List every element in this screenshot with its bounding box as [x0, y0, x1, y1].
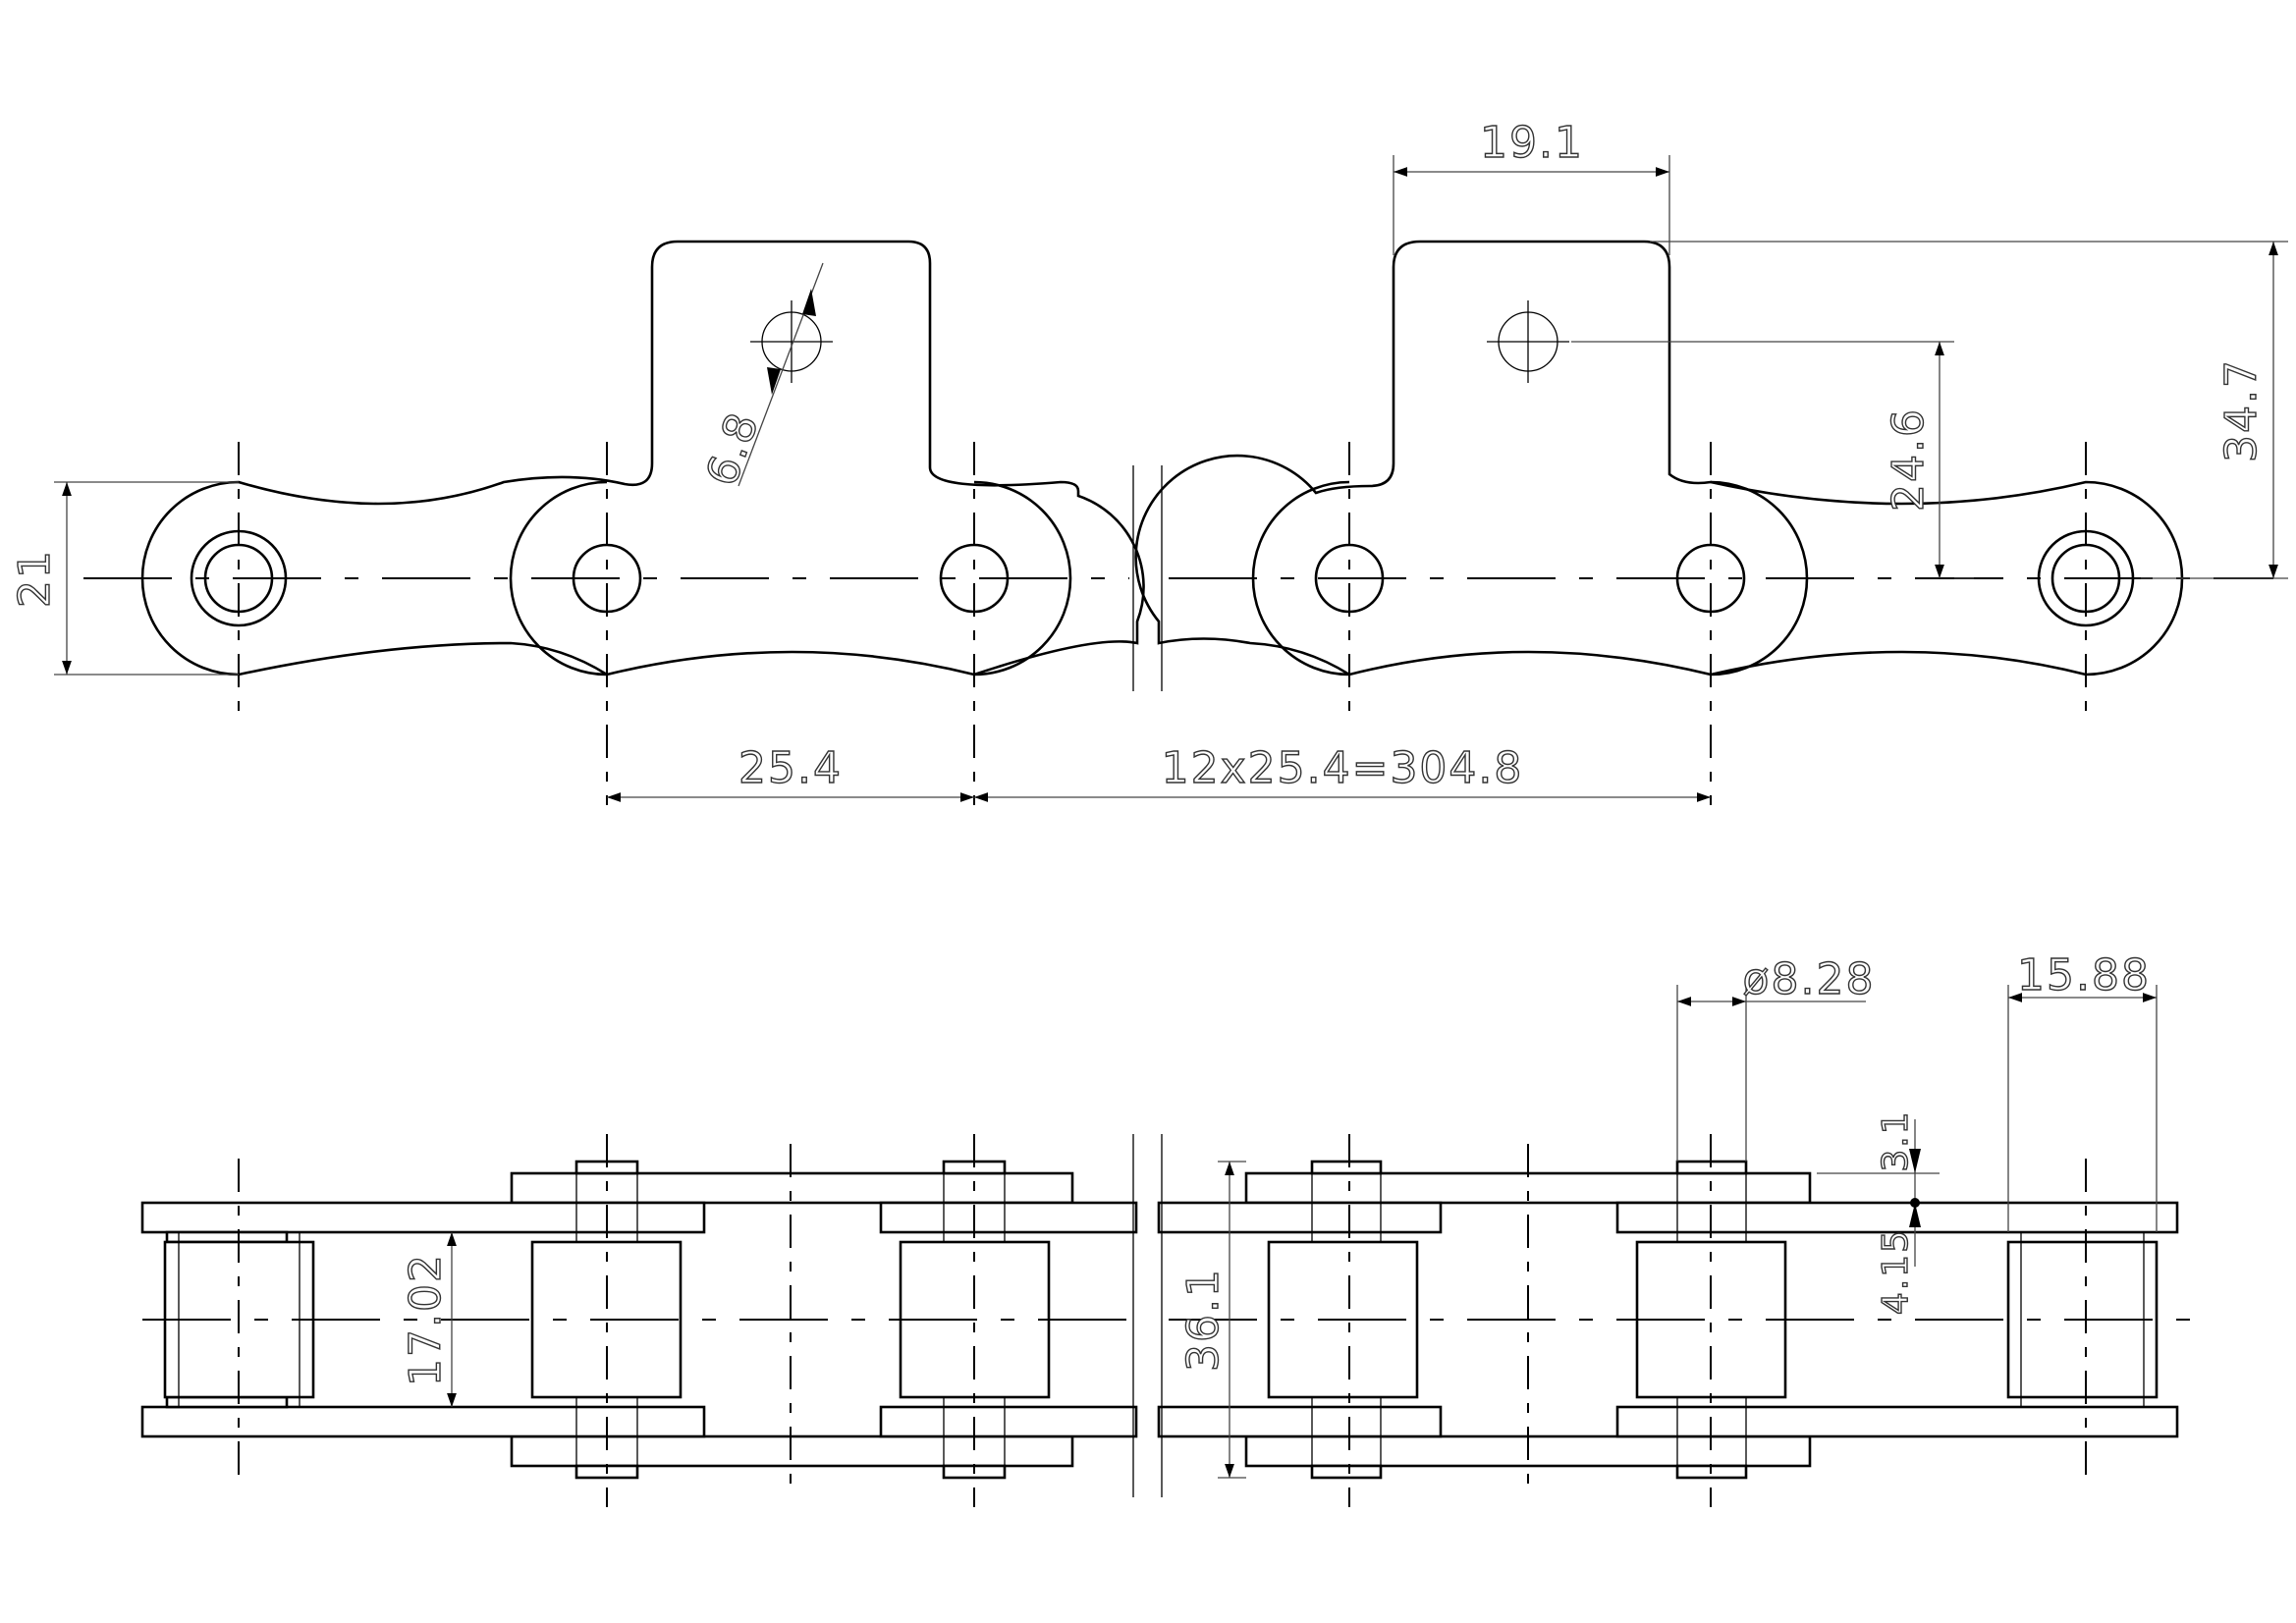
side-view: 17.02 36.1 ø8.28 15.88 3.1 4.15: [140, 949, 2205, 1507]
dim-6-8-arrow-1: [802, 289, 816, 316]
dim-4-15-arrow: [1909, 1203, 1921, 1227]
dim-attachment-height-34-7: 34.7: [2216, 358, 2267, 462]
bushing-1: [165, 1230, 289, 1244]
dim-6-8-arrow-2: [767, 367, 781, 395]
dim-spacing-304-8: 12x25.4=304.8: [1162, 743, 1524, 793]
dim-offset-3-1: 3.1: [1876, 1109, 1916, 1171]
outer-plate-bottom-1: [510, 1434, 1074, 1468]
dim-hole-height-24-6: 24.6: [1884, 407, 1934, 512]
inner-plate-top-2: [879, 1201, 1138, 1234]
inner-plate-bottom-4: [1615, 1405, 2179, 1438]
dim-pin-diameter-8-28: ø8.28: [1743, 954, 1876, 1004]
pin-head-top-4: [1310, 1160, 1383, 1175]
pin-head-bottom-4: [1310, 1464, 1383, 1480]
dim-hole-diameter-6-8: 6.8: [696, 406, 769, 493]
dim-pitch-25-4: 25.4: [738, 743, 843, 793]
dim-offset-dot: [1910, 1198, 1920, 1208]
inner-plate-top-3: [1157, 1201, 1443, 1234]
inner-plate-top-4: [1615, 1201, 2179, 1234]
dim-3-1-arrow: [1909, 1149, 1921, 1173]
bushing-1b: [165, 1395, 289, 1409]
inner-plate-bottom-2: [879, 1405, 1138, 1438]
outer-plate-top-1: [510, 1171, 1074, 1205]
dim-offset-4-15: 4.15: [1876, 1228, 1916, 1315]
right-chain-outline: [1134, 240, 2184, 676]
inner-plate-top-1: [140, 1201, 706, 1234]
dim-attachment-pitch-19-1: 19.1: [1480, 118, 1584, 168]
top-view: 21 6.8 19.1 24.6 34.7 25.4 12x25.4=304.8: [9, 117, 2288, 805]
dim-height-21: 21: [10, 549, 60, 608]
inner-plate-bottom-3: [1157, 1405, 1443, 1438]
dim-inner-width-17-02: 17.02: [401, 1253, 451, 1386]
inner-plate-bottom-1: [140, 1405, 706, 1438]
inner-plate-arc-2: [509, 480, 608, 676]
inner-plate-arc-3: [973, 480, 1072, 676]
dim-roller-diameter-15-88: 15.88: [2017, 950, 2151, 1001]
left-chain-outline: [140, 240, 1145, 676]
dim-overall-width-36-1: 36.1: [1178, 1268, 1229, 1372]
